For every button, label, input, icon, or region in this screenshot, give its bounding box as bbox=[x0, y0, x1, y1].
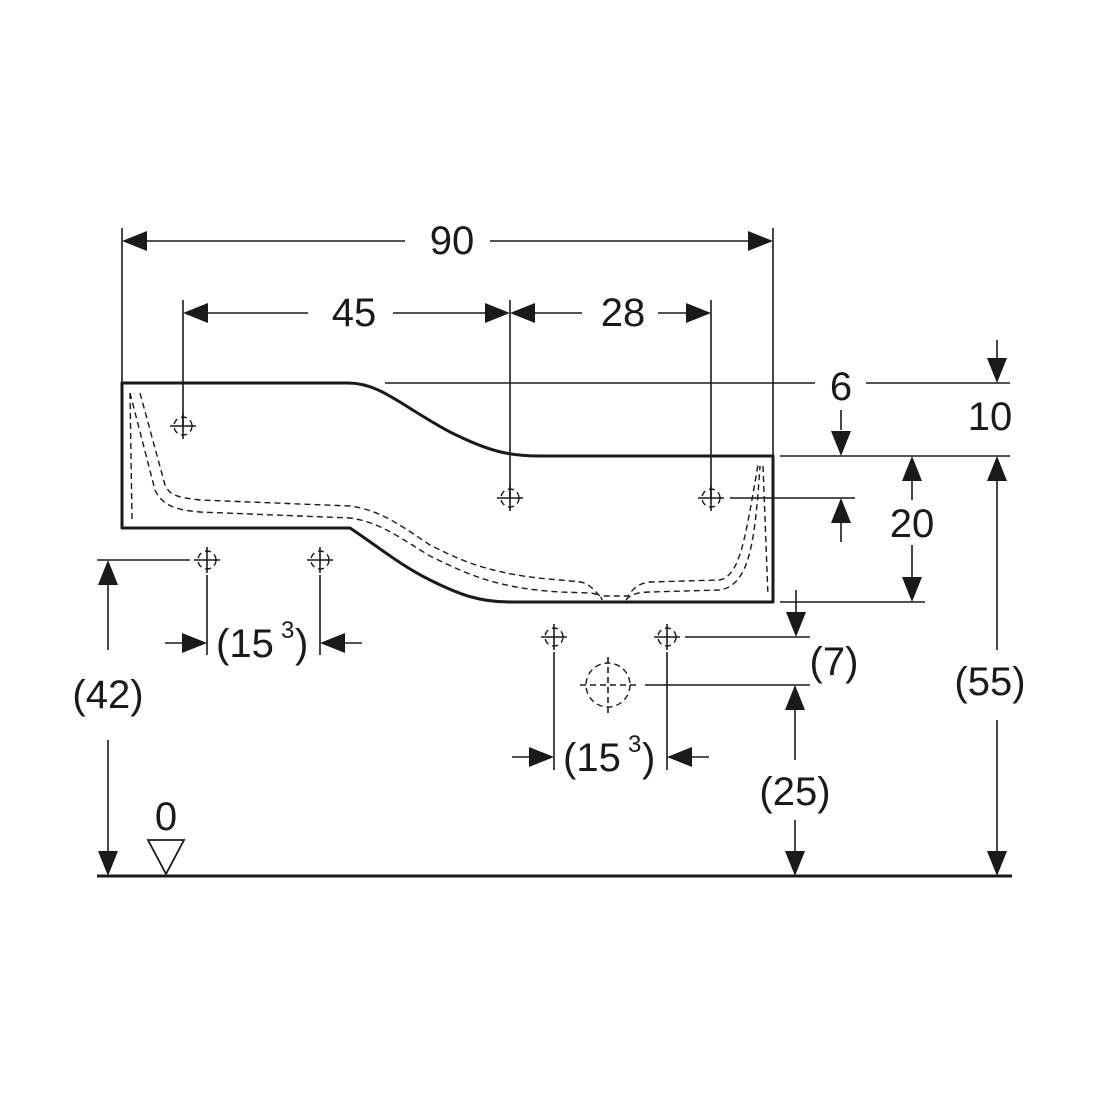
extension-lines bbox=[97, 228, 1010, 770]
basin-left-dashed bbox=[129, 392, 133, 521]
dimension-drain-height: (25) bbox=[759, 685, 831, 876]
dimension-label-close: ) bbox=[642, 736, 655, 780]
dimension-center-to-right: 28 bbox=[510, 291, 711, 335]
dimension-drain-offset: (7) bbox=[786, 590, 858, 684]
dimension-label: 10 bbox=[968, 395, 1013, 439]
triangle-down-icon bbox=[146, 839, 186, 876]
dimension-label: 90 bbox=[430, 219, 475, 263]
crosshair-icon bbox=[541, 624, 567, 650]
crosshair-icon bbox=[194, 547, 220, 573]
dimension-label: (15 bbox=[216, 622, 274, 666]
dimension-label: 28 bbox=[601, 291, 646, 335]
floor-level-label: 0 bbox=[155, 795, 177, 839]
basin-inner-contour-2 bbox=[129, 392, 761, 601]
dimension-overall-width: 90 bbox=[122, 219, 773, 263]
basin-outline bbox=[120, 381, 775, 604]
dimension-label-close: ) bbox=[295, 622, 308, 666]
dimension-left-hole-spacing: (15 3 ) bbox=[165, 617, 362, 666]
dimension-label: (42) bbox=[72, 673, 143, 717]
dimension-basin-height: 20 bbox=[890, 456, 935, 602]
dimension-label: (7) bbox=[810, 640, 859, 684]
dimension-label-superscript: 3 bbox=[281, 617, 294, 644]
dimension-label: 6 bbox=[830, 365, 852, 409]
dimension-hole-depth bbox=[831, 498, 851, 542]
dimension-label-superscript: 3 bbox=[628, 731, 641, 758]
dimension-label: 45 bbox=[332, 291, 377, 335]
dimension-label: (55) bbox=[954, 660, 1025, 704]
dimension-step-height: 10 bbox=[968, 340, 1013, 439]
dimension-top-offset: 6 bbox=[830, 365, 852, 456]
dimension-label: (25) bbox=[759, 770, 830, 814]
dimension-label: (15 bbox=[563, 736, 621, 780]
basin-inner-contour bbox=[139, 392, 759, 597]
dimension-right-hole-spacing: (15 3 ) bbox=[512, 731, 709, 780]
dimension-total-height: (55) bbox=[954, 456, 1026, 876]
dimension-left-to-center: 45 bbox=[183, 291, 510, 335]
crosshair-icon bbox=[654, 624, 680, 650]
dimension-left-height: (42) bbox=[72, 560, 144, 876]
floor-level-marker: 0 bbox=[146, 795, 186, 876]
drain-outlet-icon bbox=[580, 657, 636, 713]
basin-side-dashed bbox=[762, 465, 769, 597]
dimension-label: 20 bbox=[890, 502, 935, 546]
crosshair-icon bbox=[307, 547, 333, 573]
